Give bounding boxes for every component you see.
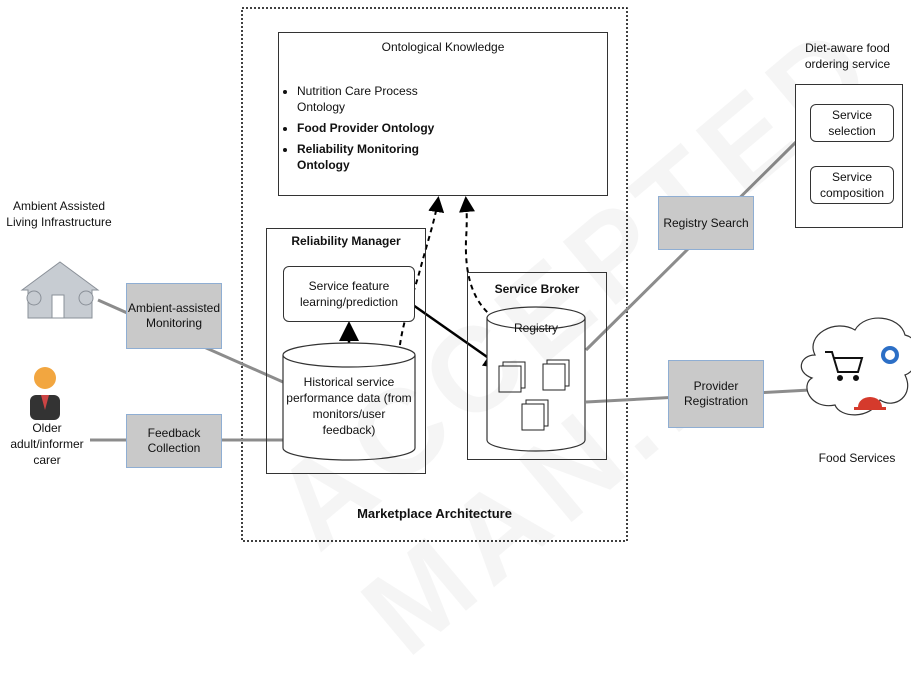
- service-selection-box: Service selection: [810, 104, 894, 142]
- service-composition-box: Service composition: [810, 166, 894, 204]
- historical-data-label: Historical service performance data (fro…: [286, 375, 412, 437]
- person-icon: [30, 367, 60, 420]
- registry-label: Registry: [513, 321, 558, 335]
- ontology-title: Ontological Knowledge: [381, 40, 505, 54]
- reliability-manager-box: Reliability Manager: [266, 228, 426, 474]
- aal-label: Ambient Assisted Living Infrastructure: [6, 199, 112, 229]
- marketplace-title: Marketplace Architecture: [357, 506, 512, 521]
- ambient-monitoring-box: Ambient-assisted Monitoring: [126, 283, 222, 349]
- service-broker-box: Service Broker: [467, 272, 607, 460]
- dashed-arrow-historical: [397, 196, 445, 373]
- dashed-arrow-registry: [459, 196, 495, 319]
- marketplace-border: [241, 7, 628, 542]
- service-broker-title: Service Broker: [494, 282, 580, 296]
- feedback-collection-box: Feedback Collection: [126, 414, 222, 468]
- cloche-icon: [854, 397, 886, 410]
- registry-cylinder: [486, 306, 586, 452]
- food-services-label: Food Services: [818, 451, 896, 465]
- cloud-shape: [800, 317, 911, 416]
- ontology-item: Reliability Monitoring Ontology: [297, 141, 457, 173]
- registry-search-box: Registry Search: [658, 196, 754, 250]
- house-icon: [20, 261, 100, 319]
- cart-icon: [825, 351, 864, 381]
- diet-service-title: Diet-aware food ordering service: [804, 41, 891, 71]
- older-adult-label: Older adult/informer carer: [10, 421, 84, 467]
- ontology-item: Nutrition Care Process Ontology: [297, 83, 457, 115]
- plate-icon: [881, 346, 899, 364]
- ontology-list: Nutrition Care Process Ontology Food Pro…: [279, 83, 457, 178]
- feature-learning-box: Service feature learning/prediction: [283, 266, 415, 322]
- reliability-manager-title: Reliability Manager: [291, 234, 401, 248]
- connector-layer: [20, 7, 911, 542]
- to-registry-arrow: [412, 303, 505, 369]
- ontology-item: Food Provider Ontology: [297, 120, 457, 136]
- historical-cylinder: [282, 342, 416, 461]
- provider-registration-box: Provider Registration: [668, 360, 764, 428]
- document-icons: [498, 359, 570, 431]
- ontology-box: Ontological Knowledge Nutrition Care Pro…: [278, 32, 608, 196]
